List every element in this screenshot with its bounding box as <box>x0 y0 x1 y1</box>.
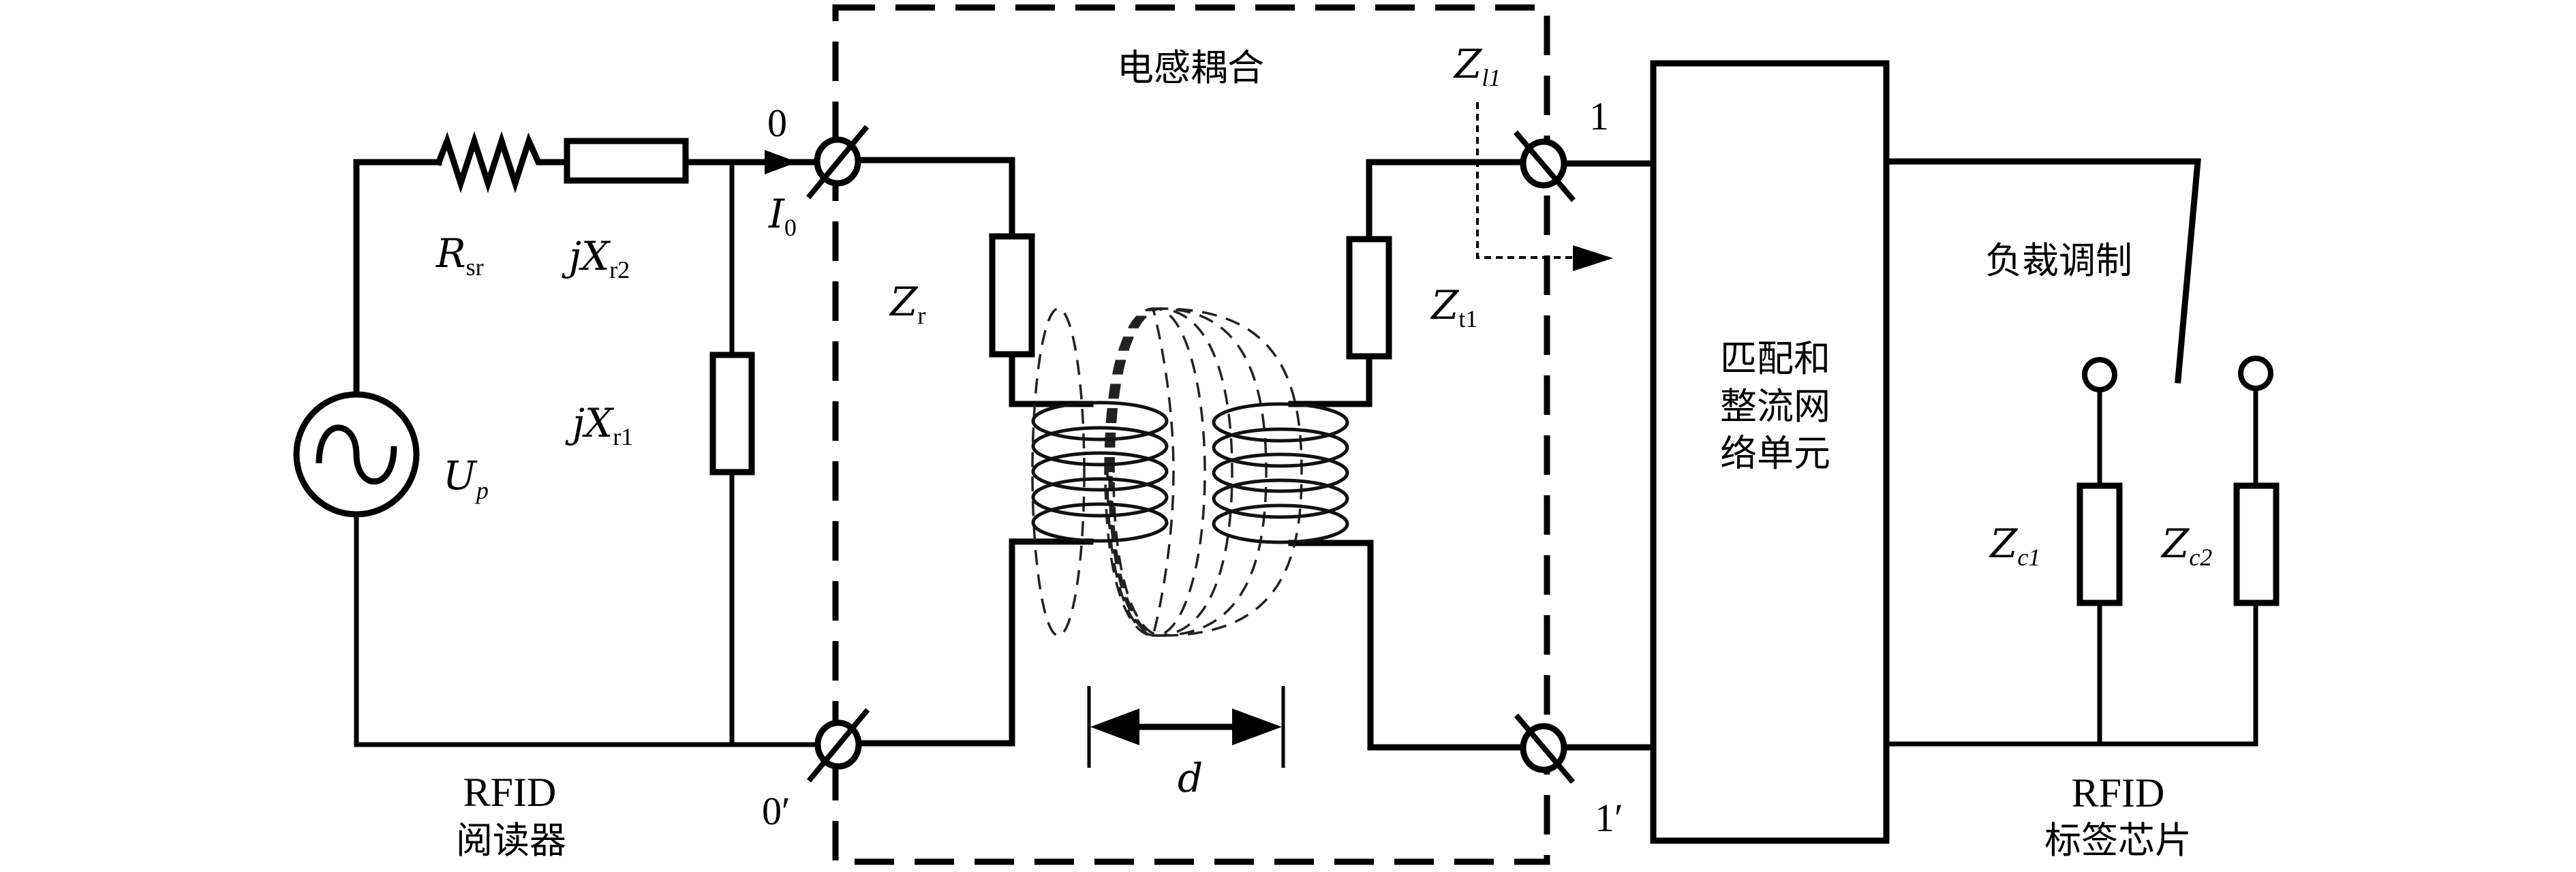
port-label-0: 0 <box>767 101 787 145</box>
primary-wire-top <box>855 157 1015 240</box>
port-label-1: 1 <box>1589 94 1609 138</box>
reader-label-rfid: RFID <box>463 770 557 815</box>
impedance-zc2-icon <box>2233 482 2280 606</box>
field-line <box>1106 307 1206 637</box>
magnetic-field-lines <box>1031 307 1303 637</box>
tag-label-rfid: RFID <box>2072 770 2165 815</box>
coil-turn <box>1031 426 1169 467</box>
coil-turn <box>1212 427 1349 468</box>
label-jxr1: jXr1 <box>565 400 633 450</box>
field-line <box>1108 307 1233 637</box>
coil-turn <box>1031 451 1169 492</box>
secondary-wire-bottom <box>1288 540 1527 751</box>
coil-turn <box>1212 478 1349 519</box>
reader-circuit <box>293 131 820 747</box>
label-rsr: Rsr <box>435 230 484 281</box>
load-modulation-label: 负裁调制 <box>1985 239 2132 282</box>
port-label-1-prime: 1′ <box>1595 796 1623 840</box>
zl1-indicator-line <box>1476 102 1574 259</box>
resistor-rsr-icon <box>435 131 570 193</box>
port-label-0-prime: 0′ <box>762 789 791 833</box>
field-line <box>1112 307 1303 637</box>
label-distance-d: d <box>1178 755 1203 801</box>
secondary-wire-to-coil <box>1288 353 1373 407</box>
tag-label-name: 标签芯片 <box>2044 819 2192 862</box>
block-label-line-3: 络单元 <box>1720 432 1830 475</box>
terminal-port-0 <box>806 125 870 200</box>
secondary-wire-top <box>1366 159 1527 243</box>
impedance-xr1-icon <box>709 352 755 476</box>
label-up: Up <box>443 452 489 504</box>
coil-turn <box>1212 503 1349 544</box>
coil-turn <box>1212 452 1349 493</box>
impedance-xr2-icon <box>564 138 689 184</box>
switch-contact-2-icon <box>2238 356 2273 391</box>
impedance-zc1-icon <box>2076 482 2123 606</box>
tag-wire-bottom <box>1886 603 2258 747</box>
terminal-port-0-prime <box>806 708 870 783</box>
coil-turn <box>1031 502 1169 543</box>
reader-wire-top <box>353 159 442 398</box>
primary-coil-icon <box>1031 401 1169 543</box>
label-zt1: Zt1 <box>1430 282 1477 332</box>
secondary-coil-icon <box>1212 402 1349 544</box>
label-i0: I0 <box>768 191 797 241</box>
coil-turn <box>1031 401 1169 441</box>
block-label-line-2: 整流网 <box>1720 385 1830 428</box>
ac-source-icon <box>293 391 420 518</box>
current-arrow-icon <box>765 150 797 174</box>
coupling-boundary <box>832 4 1550 865</box>
coil-turn <box>1031 477 1169 518</box>
reader-label-name: 阅读器 <box>456 819 566 862</box>
label-zr: Zr <box>889 279 925 329</box>
distance-dimension-icon <box>1087 686 1285 768</box>
field-line <box>1031 307 1086 637</box>
primary-wire-bottom <box>855 538 1094 747</box>
label-jxr2: jXr2 <box>562 233 630 283</box>
label-zl1: Zl1 <box>1453 41 1501 91</box>
impedance-zr-icon <box>989 233 1035 358</box>
field-line <box>1104 307 1175 637</box>
zl1-arrow-icon <box>1573 245 1613 271</box>
label-zc2: Zc2 <box>2160 520 2212 571</box>
coupling-title: 电感耦合 <box>1117 46 1264 89</box>
impedance-zt1-icon <box>1346 236 1392 360</box>
tag-wire-top <box>1883 158 2201 384</box>
coil-turn <box>1212 402 1349 443</box>
reader-wire-bottom <box>354 514 816 747</box>
block-label-line-1: 匹配和 <box>1720 337 1830 380</box>
switch-contact-1-icon <box>2082 357 2117 392</box>
matching-rectifier-block <box>1650 60 1890 844</box>
field-line <box>1110 307 1268 637</box>
label-zc1: Zc1 <box>1989 520 2040 571</box>
